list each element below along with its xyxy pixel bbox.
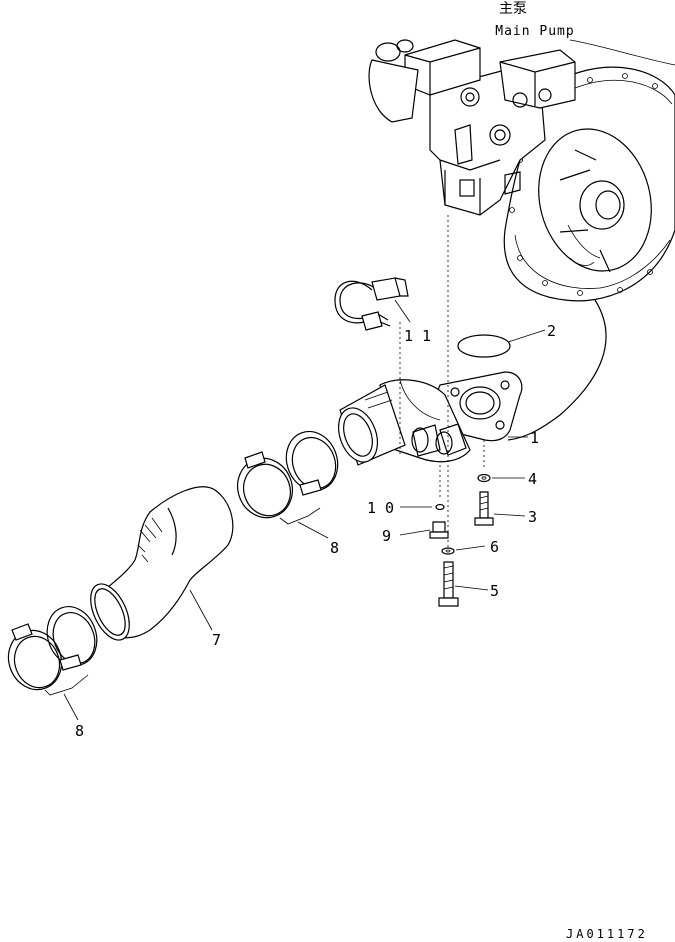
leader-2 [507, 329, 546, 343]
part-label-6: 6 [490, 538, 499, 556]
part-label-8-lower: 8 [75, 722, 84, 740]
bracket-8-upper [279, 507, 329, 539]
leader-5 [454, 585, 489, 591]
bolt-short-part [474, 491, 494, 526]
hose-clamp-lower-right [46, 606, 98, 671]
part-label-3: 3 [528, 508, 537, 526]
main-pump-title-english: Main Pump [495, 24, 574, 39]
leader-3 [493, 513, 526, 517]
part-label-9: 9 [382, 527, 391, 545]
o-ring-small-part [435, 503, 445, 511]
part-label-2: 2 [547, 322, 556, 340]
hose-clamp-upper-right [285, 430, 339, 496]
sensor-harness [334, 277, 409, 331]
part-label-5: 5 [490, 582, 499, 600]
part-label-8-upper: 8 [330, 539, 339, 557]
bolt-long-part [438, 561, 459, 607]
suction-hose-part [90, 486, 234, 641]
hose-clamp-upper-left [237, 451, 293, 519]
leader-9 [399, 529, 431, 536]
main-pump-assembly [368, 39, 675, 302]
washer-part [477, 473, 491, 483]
leader-7 [189, 589, 213, 631]
leader-11 [394, 299, 411, 323]
leader-6 [455, 545, 486, 551]
washer-lower-part [441, 547, 455, 555]
hose-clamp-lower-left [7, 623, 63, 691]
part-label-1: 1 [530, 429, 539, 447]
bracket-8-lower [44, 674, 89, 721]
suction-elbow-part [337, 371, 523, 466]
o-ring-part [457, 334, 511, 358]
part-label-4: 4 [528, 470, 537, 488]
part-label-10: 1 0 [367, 499, 394, 517]
part-label-11: 1 1 [404, 327, 431, 345]
drawing-code: JA011172 [566, 927, 648, 941]
part-label-7: 7 [212, 631, 221, 649]
main-pump-title-chinese: 主泵 [499, 1, 527, 17]
plug-part [429, 521, 449, 539]
